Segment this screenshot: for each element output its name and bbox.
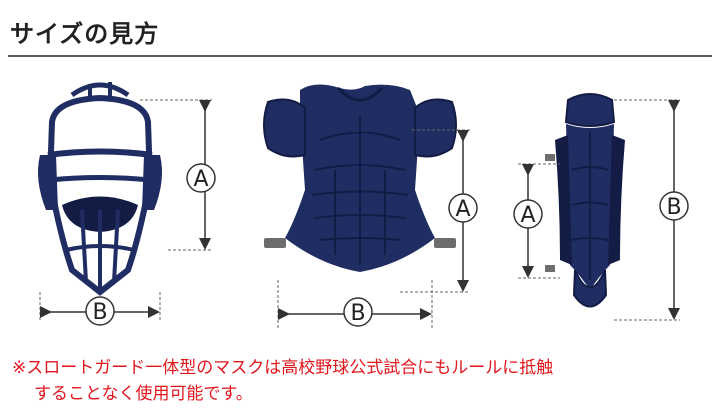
svg-text:B: B [350,301,365,326]
note-line-2: することなく使用可能です。 [34,384,253,404]
mask-label-a: A [186,163,216,193]
usage-note: ※スロートガード一体型のマスクは高校野球公式試合にもルールに抵触 することなく使… [12,355,712,407]
catcher-mask-image [38,82,162,296]
chest-label-a: A [448,193,478,223]
size-guide-figure: A B A [0,60,720,350]
chest-label-b: B [343,297,373,327]
note-line-1: スロートガード一体型のマスクは高校野球公式試合にもルールに抵触 [26,358,554,378]
svg-text:A: A [520,203,535,228]
leg-label-b: B [659,191,689,221]
mask-label-b: B [85,296,115,326]
note-mark: ※ [12,358,27,378]
svg-text:A: A [455,197,470,222]
svg-text:A: A [193,167,208,192]
svg-text:B: B [666,195,681,220]
chest-protector-image [263,84,457,272]
leg-label-a: A [513,199,543,229]
leg-guard-image [545,93,625,308]
svg-text:B: B [92,300,107,325]
title-divider [8,55,712,57]
size-guide-illustration: A B A [38,82,689,328]
page-title: サイズの見方 [10,20,160,48]
